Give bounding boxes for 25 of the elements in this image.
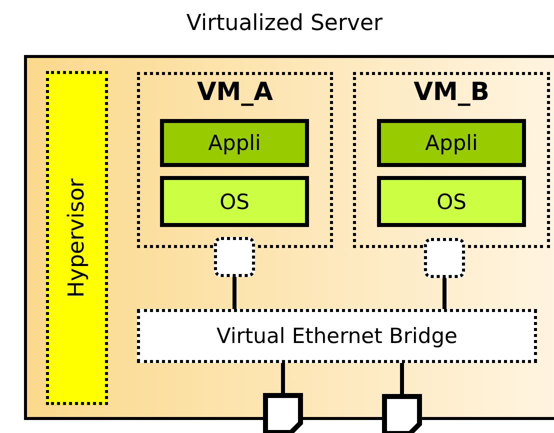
- vm-box: [353, 72, 550, 248]
- physical-port-icon: [382, 394, 422, 433]
- os-box: [377, 176, 526, 227]
- os-box: [160, 176, 309, 227]
- bridge-box: [137, 309, 537, 363]
- connector-line: [400, 363, 404, 394]
- os-label: OS: [436, 190, 466, 214]
- connector-line: [442, 278, 446, 309]
- application-box: [160, 119, 309, 167]
- physical-port-icon: [263, 393, 303, 433]
- application-label: Appli: [425, 131, 478, 155]
- virtual-port-box: [214, 237, 255, 277]
- vm-label: VM_A: [196, 77, 274, 106]
- application-box: [377, 119, 526, 167]
- hypervisor-bar: [46, 71, 108, 405]
- vm-box: [137, 72, 333, 248]
- server-label: Virtualized Server: [185, 11, 384, 36]
- application-label: Appli: [208, 131, 261, 155]
- connector-line: [232, 277, 236, 309]
- os-label: OS: [220, 190, 250, 214]
- hypervisor-label: Hypervisor: [64, 178, 90, 298]
- bridge-label: Virtual Ethernet Bridge: [216, 324, 458, 348]
- connector-line: [281, 363, 285, 393]
- virtual-port-box: [424, 238, 465, 278]
- vm-label: VM_B: [412, 77, 490, 106]
